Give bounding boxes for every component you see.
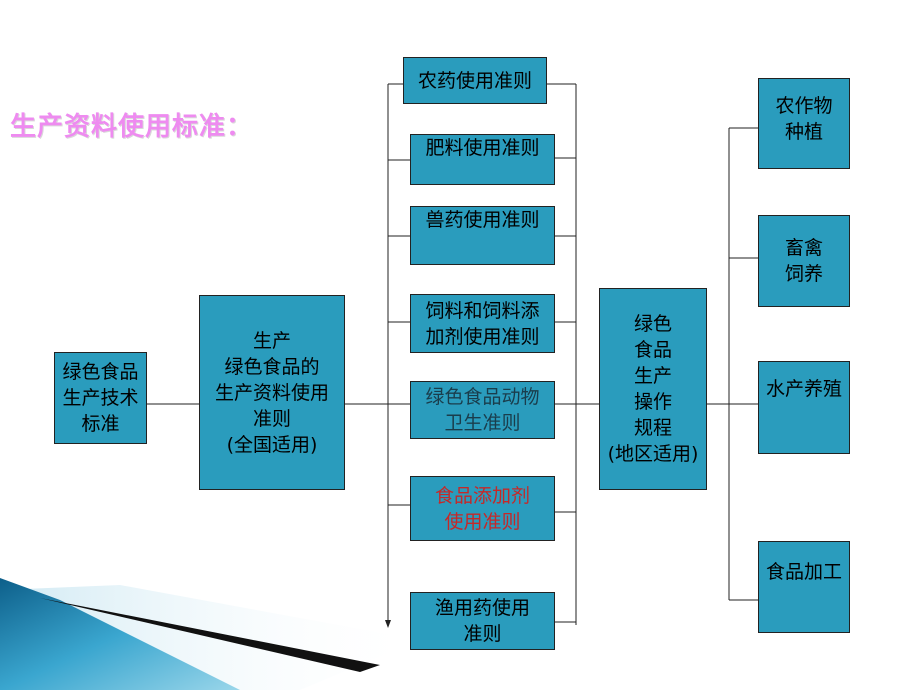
standard-node-fishery-drug: 渔用药使用 准则 [410,592,555,650]
standard-node-veterinary-drug: 兽药使用准则 [410,206,555,265]
application-node-food-processing: 食品加工 [758,541,850,633]
application-node-crops: 农作物 种植 [758,78,850,169]
standard-node-food-additive: 食品添加剂 使用准则 [410,476,555,541]
standard-node-animal-hygiene: 绿色食品动物 卫生准则 [410,381,555,439]
standard-node-feed-additive: 饲料和饲料添 加剂使用准则 [410,294,555,353]
national-standard-node: 生产 绿色食品的 生产资料使用 准则 (全国适用) [199,295,345,490]
application-node-aquaculture: 水产养殖 [758,361,850,454]
standard-node-fertilizer: 肥料使用准则 [410,134,555,185]
standard-node-pesticide: 农药使用准则 [403,57,547,104]
regional-standard-node: 绿色 食品 生产 操作 规程 (地区适用) [599,288,707,490]
root-node: 绿色食品 生产技术 标准 [54,352,147,444]
page-title: 生产资料使用标准： [10,112,254,142]
application-node-livestock: 畜禽 饲养 [758,215,850,307]
